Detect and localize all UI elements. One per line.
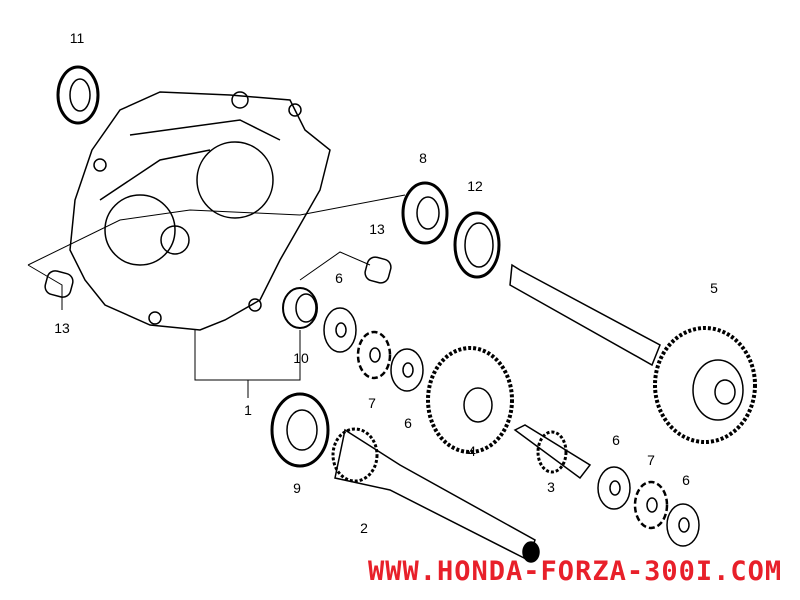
bearing-9 <box>270 392 330 468</box>
washer-6d <box>666 503 700 547</box>
callout-5: 5 <box>710 280 718 296</box>
pinion-shaft-3 <box>513 424 592 480</box>
callout-6: 6 <box>612 432 620 448</box>
callout-11: 11 <box>69 30 85 46</box>
callout-9: 9 <box>293 480 301 496</box>
needle-bearing-10 <box>282 287 318 329</box>
callout-13: 13 <box>54 320 70 336</box>
gear-4 <box>426 346 514 454</box>
callout-8: 8 <box>419 150 427 166</box>
callout-7: 7 <box>368 395 376 411</box>
callout-7: 7 <box>647 452 655 468</box>
callout-6: 6 <box>335 270 343 286</box>
callout-2: 2 <box>360 520 368 536</box>
washer-6a <box>323 307 357 353</box>
washer-6b <box>390 348 424 392</box>
callout-6: 6 <box>682 472 690 488</box>
transmission-case <box>69 91 331 331</box>
callout-13: 13 <box>369 221 385 237</box>
oil-seal-12 <box>453 211 501 279</box>
dowel-pin-13b <box>44 270 74 298</box>
callout-1: 1 <box>244 402 252 418</box>
callout-4: 4 <box>468 443 476 459</box>
bearing-8 <box>401 181 449 245</box>
callout-10: 10 <box>293 350 309 366</box>
final-shaft-5 <box>509 263 757 444</box>
leader-lines <box>27 194 406 398</box>
dowel-pin-13 <box>364 256 392 284</box>
callout-6: 6 <box>404 415 412 431</box>
circlip-7a <box>356 330 392 380</box>
circlip-7b <box>633 480 669 530</box>
oil-seal-11 <box>56 65 100 125</box>
watermark: WWW.HONDA-FORZA-300I.COM <box>368 556 783 587</box>
drive-shaft-2 <box>331 427 540 563</box>
washer-6c <box>597 466 631 510</box>
callout-3: 3 <box>547 479 555 495</box>
callout-12: 12 <box>467 178 483 194</box>
